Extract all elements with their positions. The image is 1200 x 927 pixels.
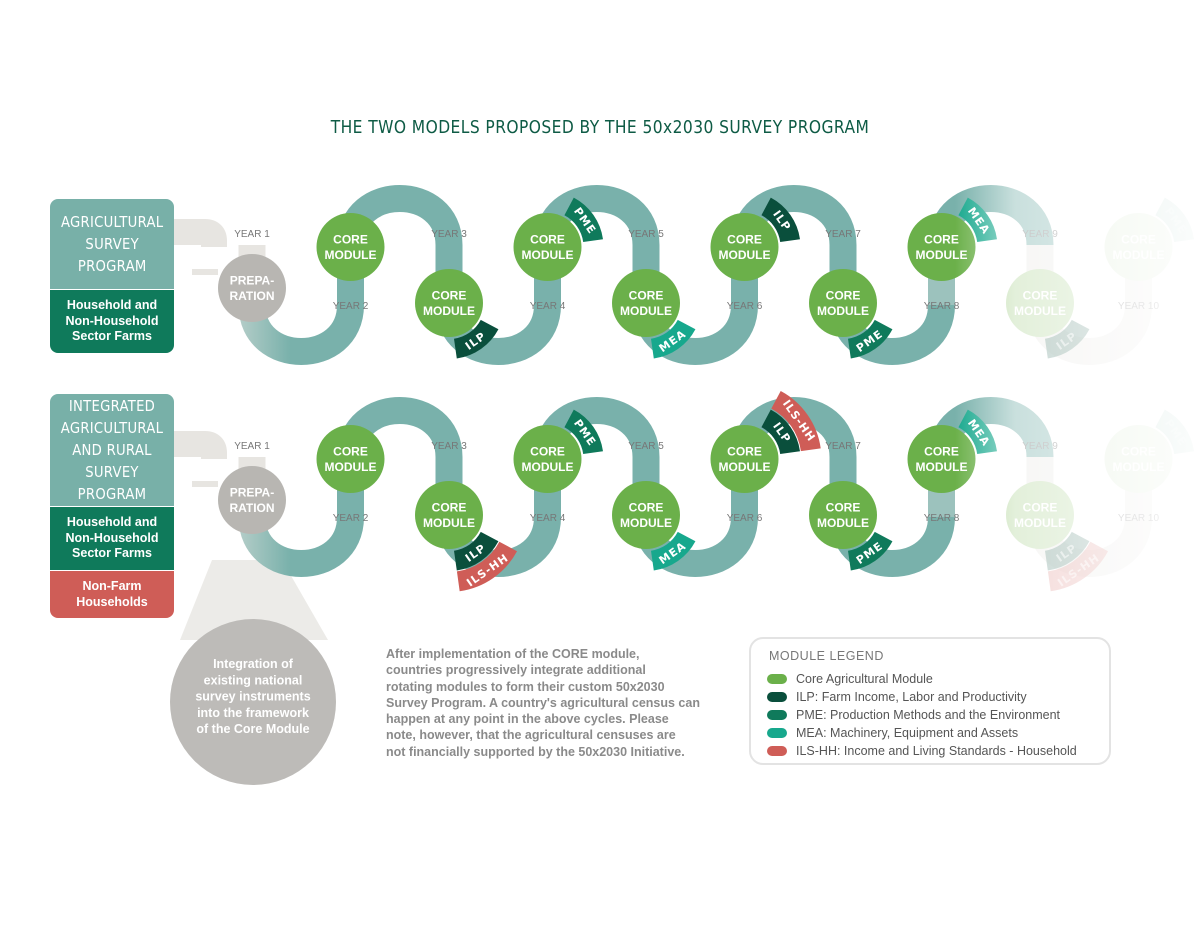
legend-swatch (767, 674, 787, 684)
legend-item: MEA: Machinery, Equipment and Assets (767, 724, 1077, 742)
module-tag-pme (847, 319, 893, 359)
program-note: After implementation of the CORE module,… (386, 646, 716, 760)
legend-label: PME: Production Methods and the Environm… (796, 708, 1061, 722)
core-module-circle (809, 481, 877, 549)
sector-label-farm: Household and Non-Household Sector Farms (50, 507, 174, 570)
integration-funnel (180, 560, 328, 640)
core-module-circle (710, 213, 779, 281)
core-module-circle (316, 425, 385, 493)
core-module-circle (513, 425, 582, 493)
module-tag-ils-hh (770, 390, 821, 452)
module-tag-pme (847, 531, 893, 571)
program-title-box: INTEGRATED AGRICULTURAL AND RURAL SURVEY… (50, 394, 174, 506)
year-label: YEAR 1 (234, 229, 270, 240)
legend-label: ILP: Farm Income, Labor and Productivity (796, 690, 1027, 704)
core-module-circle (612, 481, 680, 549)
integration-circle (170, 619, 336, 785)
legend-swatch (767, 746, 787, 756)
preparation-circle (218, 254, 286, 322)
core-module-circle (513, 213, 582, 281)
year-label: YEAR 6 (727, 301, 763, 312)
core-module-circle (710, 425, 779, 493)
program-note-line: After implementation of the CORE module, (386, 647, 640, 661)
year-label: YEAR 4 (530, 301, 566, 312)
preparation-circle (218, 466, 286, 534)
sector-label-household: Non-Farm Households (50, 571, 174, 618)
module-tag-ils-hh (456, 541, 518, 592)
legend-label: Core Agricultural Module (796, 672, 933, 686)
core-module-circle (612, 269, 680, 337)
legend-item: PME: Production Methods and the Environm… (767, 706, 1077, 724)
core-module-circle (316, 213, 385, 281)
program-note-line: rotating modules to form their custom 50… (386, 679, 665, 694)
year-label: YEAR 2 (333, 513, 369, 524)
module-tag-mea (650, 531, 696, 571)
year-label: YEAR 4 (530, 513, 566, 524)
year-label: YEAR 3 (431, 229, 467, 240)
sector-label-farm: Household and Non-Household Sector Farms (50, 290, 174, 353)
year-label: YEAR 7 (825, 229, 861, 240)
circle-label: PREPA-RATION (229, 485, 274, 515)
legend-label: MEA: Machinery, Equipment and Assets (796, 726, 1019, 740)
program-title: INTEGRATED AGRICULTURAL AND RURAL SURVEY… (60, 397, 164, 503)
future-fade-overlay (955, 185, 1200, 615)
core-module-circle (415, 481, 483, 549)
program-note-line: happen at any point in the above cycles.… (386, 712, 669, 727)
module-tag-ilp (453, 531, 499, 571)
legend-label: ILS-HH: Income and Living Standards - Ho… (796, 744, 1077, 758)
program-title-box: AGRICULTURAL SURVEY PROGRAM (50, 199, 174, 289)
year-label: YEAR 3 (431, 441, 467, 452)
module-tag-pme (563, 409, 604, 455)
legend-swatch (767, 692, 787, 702)
year-label: YEAR 1 (234, 441, 270, 452)
year-label: YEAR 8 (924, 301, 960, 312)
circle-label: PREPA-RATION (229, 273, 274, 303)
legend-swatch (767, 728, 787, 738)
program-title: AGRICULTURAL SURVEY PROGRAM (60, 213, 164, 275)
program-note-line: not financially supported by the 50x2030… (386, 744, 685, 759)
legend-item: ILS-HH: Income and Living Standards - Ho… (767, 742, 1077, 760)
module-tag-ilp (760, 409, 801, 455)
page-title: THE TWO MODELS PROPOSED BY THE 50x2030 S… (330, 117, 870, 138)
year-label: YEAR 5 (628, 441, 664, 452)
core-module-circle (415, 269, 483, 337)
module-tag-pme (563, 197, 604, 243)
year-label: YEAR 7 (825, 441, 861, 452)
program-note-line: countries progressively integrate additi… (386, 663, 646, 678)
year-label: YEAR 6 (727, 513, 763, 524)
core-module-circle (809, 269, 877, 337)
year-label: YEAR 8 (924, 513, 960, 524)
module-tag-ilp (453, 319, 499, 359)
legend-swatch (767, 710, 787, 720)
legend-item: Core Agricultural Module (767, 670, 1077, 688)
year-label: YEAR 2 (333, 301, 369, 312)
module-tag-mea (650, 319, 696, 359)
module-tag-ilp (760, 197, 801, 243)
legend-title: MODULE LEGEND (769, 649, 884, 663)
year-label: YEAR 5 (628, 229, 664, 240)
program-note-line: Survey Program. A country's agricultural… (386, 695, 700, 710)
legend-item: ILP: Farm Income, Labor and Productivity (767, 688, 1077, 706)
program-note-line: note, however, that the agricultural cen… (386, 728, 676, 743)
